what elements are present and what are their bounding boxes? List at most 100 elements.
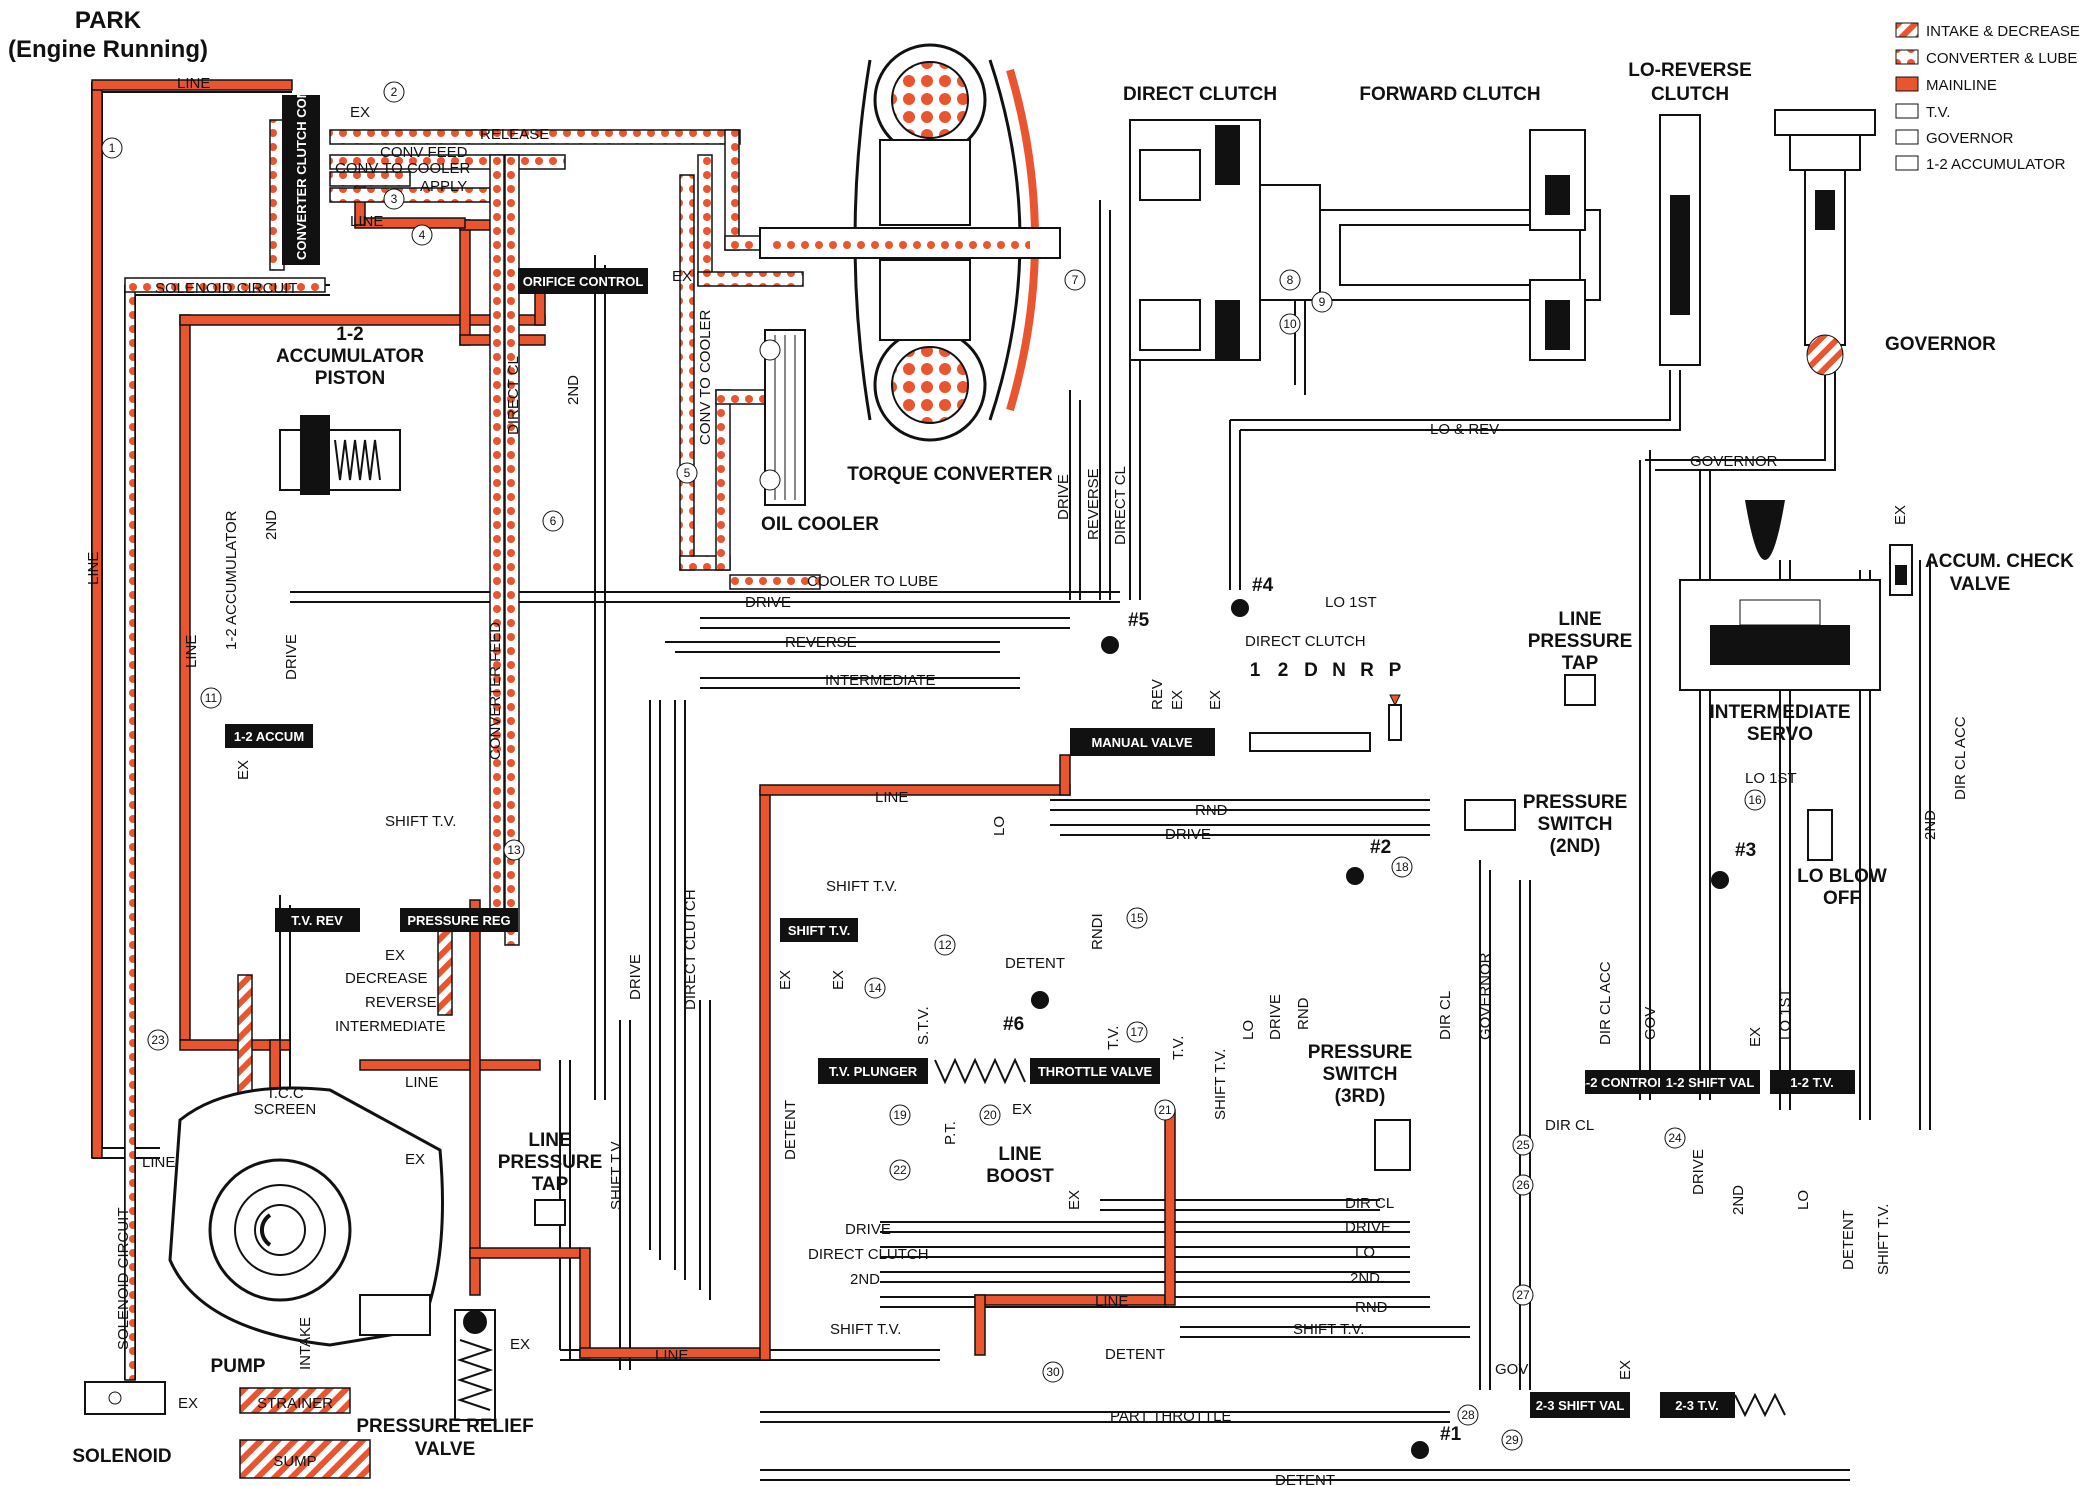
lbl-2nd-h: 2ND xyxy=(1350,1270,1380,1287)
legend-swatch-governor xyxy=(1895,129,1919,145)
orifice-25: 25 xyxy=(1516,1138,1530,1152)
accum-1-2-valve xyxy=(225,724,313,748)
lbl-line-left2: LINE xyxy=(183,635,200,668)
orifice-control-valve xyxy=(518,268,648,294)
line-tap-top-label-2: PRESSURE xyxy=(1528,631,1633,652)
lbl-ex-shift-tv2: EX xyxy=(830,970,847,990)
lbl-dir-cl-mid: DIR CL xyxy=(1545,1117,1594,1134)
tv-rev-valve xyxy=(275,908,360,932)
lbl-tv-1: T.V. xyxy=(1105,1026,1122,1050)
throttle-valve-label: THROTTLE VALVE xyxy=(1038,1064,1153,1079)
lbl-shift-tv-left: SHIFT T.V. xyxy=(608,1139,625,1210)
lbl-shift-tv-bottom: SHIFT T.V. xyxy=(830,1321,901,1338)
pump-label: PUMP xyxy=(211,1356,266,1377)
lbl-drive-rnd: DRIVE xyxy=(1165,826,1211,843)
lbl-direct-clutch-bottom: DIRECT CLUTCH xyxy=(808,1246,929,1263)
legend-swatch-accumulator xyxy=(1895,155,1919,171)
torque-converter: TORQUE CONVERTER xyxy=(759,43,1061,485)
legend-swatch-intake xyxy=(1895,22,1919,38)
lbl-line-top: LINE xyxy=(177,75,210,92)
manual-valve xyxy=(1070,728,1215,756)
pump: PUMP xyxy=(168,1086,444,1377)
lbl-gov: GOV xyxy=(1642,1007,1659,1040)
lbl-shift-tv-bot-right: SHIFT T.V. xyxy=(1875,1204,1892,1275)
lbl-solenoid-circuit: SOLENOID CIRCUIT xyxy=(155,280,298,297)
lbl-conv-to-cooler-v: CONV TO COOLER xyxy=(697,310,714,445)
torque-converter-label: TORQUE CONVERTER xyxy=(847,464,1053,485)
manual-valve-label: MANUAL VALVE xyxy=(1091,735,1192,750)
lbl-line-pump2: LINE xyxy=(142,1154,175,1171)
lbl-dir-cl-acc: DIR CL ACC xyxy=(1597,961,1614,1045)
accum-check-label-2: VALVE xyxy=(1950,574,2011,595)
lbl-2nd-top: 2ND xyxy=(565,375,582,405)
lbl-lo-rev: LO & REV xyxy=(1430,421,1499,438)
lbl-drive-right: DRIVE xyxy=(1267,994,1284,1040)
lbl-drive-bot-right: DRIVE xyxy=(1690,1149,1707,1195)
orifice-29: 29 xyxy=(1505,1433,1519,1447)
line-tap-bottom-label-3: TAP xyxy=(532,1174,569,1195)
lbl-lo-1st: LO 1ST xyxy=(1325,594,1377,611)
lbl-ex-pump: EX xyxy=(405,1151,425,1168)
lbl-stv: S.T.V. xyxy=(915,1006,932,1045)
lbl-line-left: LINE xyxy=(85,552,102,585)
accum-piston-label-3: PISTON xyxy=(315,368,385,389)
lbl-intermediate-low: INTERMEDIATE xyxy=(335,1018,446,1035)
sump-label: SUMP xyxy=(273,1453,316,1470)
accum-1-2-label: 1-2 ACCUM xyxy=(234,729,304,744)
solenoid-label: SOLENOID xyxy=(72,1446,171,1467)
lbl-ex-orifice: EX xyxy=(672,268,692,285)
orifice-markers: 1 2 3 4 5 6 7 8 9 10 11 12 13 14 15 16 1… xyxy=(101,81,1766,1451)
forward-clutch-label: FORWARD CLUTCH xyxy=(1359,84,1540,105)
gear-r: R xyxy=(1360,660,1374,681)
pswitch-3rd-label-3: (3RD) xyxy=(1335,1086,1386,1107)
orifice-17: 17 xyxy=(1130,1025,1144,1039)
lbl-line-bottom: LINE xyxy=(655,1347,688,1364)
lbl-detent-v: DETENT xyxy=(782,1100,799,1160)
title-line1: PARK xyxy=(75,7,142,34)
check-ball-4: #4 xyxy=(1252,575,1274,596)
lbl-drive-mid: DRIVE xyxy=(745,594,791,611)
lbl-2nd-acc: 2ND xyxy=(263,510,280,540)
shift-val-2-3 xyxy=(1530,1392,1630,1418)
tv-1-2-valve xyxy=(1770,1070,1855,1094)
lbl-conv-feed: CONV FEED xyxy=(380,144,468,161)
legend-swatch-tv xyxy=(1895,103,1919,119)
accum-check-label-1: ACCUM. CHECK xyxy=(1925,551,2074,572)
shift-val-1-2-label: 1-2 SHIFT VAL xyxy=(1666,1075,1755,1090)
legend: INTAKE & DECREASE CONVERTER & LUBE MAINL… xyxy=(1895,22,2080,173)
orifice-7: 7 xyxy=(1072,273,1079,287)
cc-control-label: CONVERTER CLUTCH CONTROL xyxy=(294,53,309,260)
lbl-drive-h: DRIVE xyxy=(1345,1219,1391,1236)
lbl-line-mid: LINE xyxy=(350,213,383,230)
orifice-4: 4 xyxy=(419,228,426,242)
legend-label-intake: INTAKE & DECREASE xyxy=(1926,23,2080,40)
orifice-18: 18 xyxy=(1395,860,1409,874)
accumulator-piston: 1-2 ACCUMULATOR PISTON xyxy=(276,324,424,495)
lbl-lo-bot-right: LO xyxy=(1795,1190,1812,1210)
orifice-30: 30 xyxy=(1046,1365,1060,1379)
accum-piston-label-2: ACCUMULATOR xyxy=(276,346,424,367)
lbl-governor-top: GOVERNOR xyxy=(1690,453,1778,470)
check-ball-6: #6 xyxy=(1003,1014,1024,1035)
line-boost-label-1: LINE xyxy=(998,1144,1041,1165)
shift-tv-label: SHIFT T.V. xyxy=(788,923,850,938)
tv-1-2-label: 1-2 T.V. xyxy=(1790,1075,1834,1090)
lbl-ex-12: EX xyxy=(1747,1027,1764,1047)
orifice-2: 2 xyxy=(391,85,398,99)
passage-labels: LINE EX RELEASE CONV FEED CONV TO COOLER… xyxy=(85,75,1969,1486)
tv-2-3-valve xyxy=(1660,1392,1735,1418)
lbl-ex-manual1: EX xyxy=(1169,690,1186,710)
lbl-direct-cl-v: DIRECT CL xyxy=(1112,466,1129,545)
lbl-rnd: RND xyxy=(1195,802,1228,819)
lbl-conv-to-cooler: CONV TO COOLER xyxy=(335,160,470,177)
lbl-gov-bottom: GOV xyxy=(1495,1361,1528,1378)
lbl-drive-bottom: DRIVE xyxy=(845,1221,891,1238)
gear-p: P xyxy=(1389,660,1402,681)
legend-swatch-converter xyxy=(1895,49,1919,65)
legend-label-governor: GOVERNOR xyxy=(1926,130,2014,147)
sump-body xyxy=(239,1439,371,1479)
line-tap-top-label-1: LINE xyxy=(1558,609,1601,630)
lbl-rev: REV xyxy=(1149,679,1166,710)
lbl-detent-mid: DETENT xyxy=(1005,955,1065,972)
